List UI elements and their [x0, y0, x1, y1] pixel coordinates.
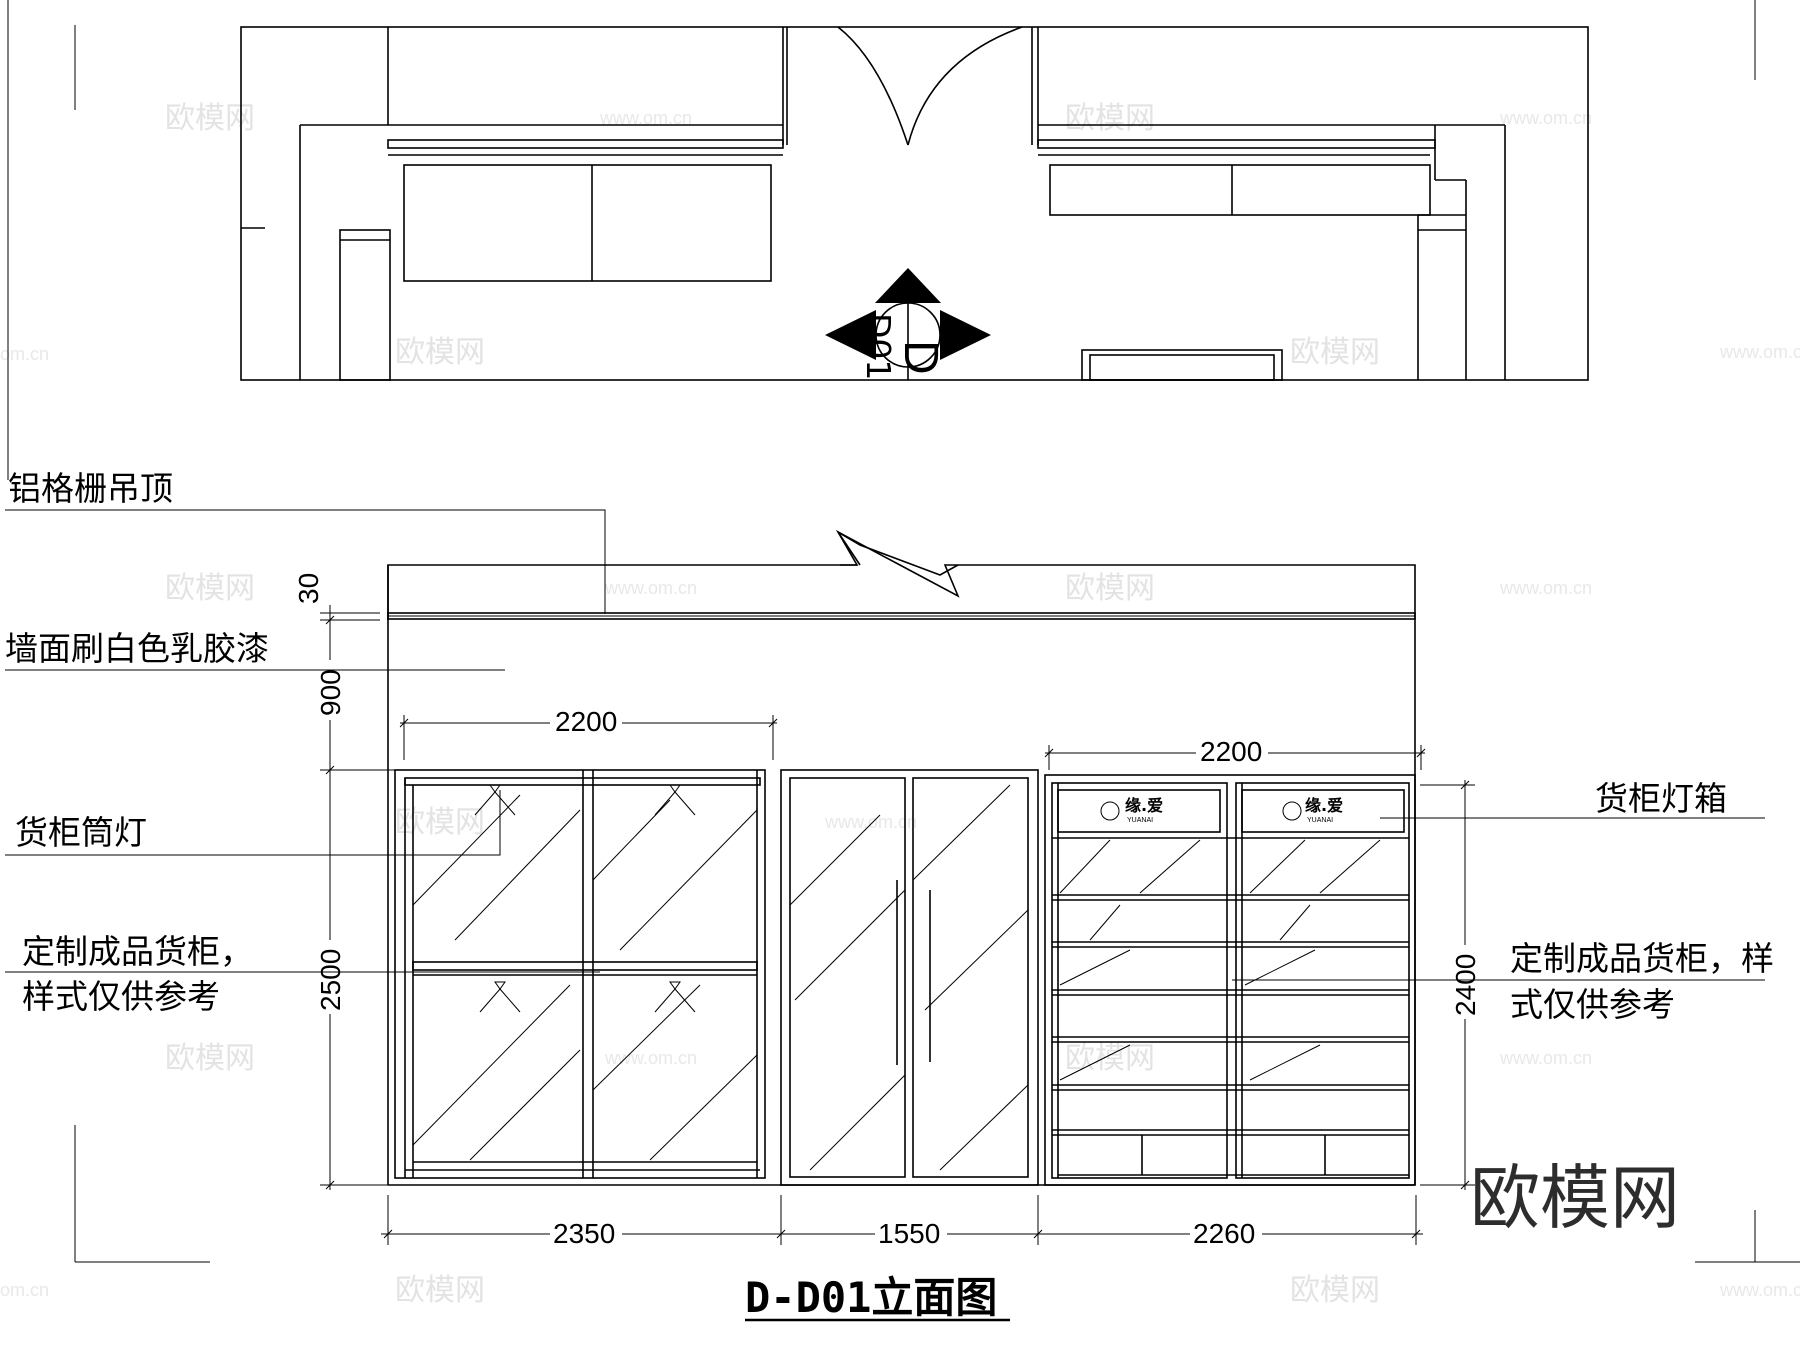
- watermark-url: www.om.cn: [1499, 578, 1592, 598]
- title-text: D-D01立面图: [745, 1273, 997, 1322]
- downlight-fixture: [654, 981, 696, 1013]
- right-display-cabinet: 缘.爱 YUANAI 缘.爱 YUANAI: [1044, 774, 1416, 1186]
- label-wall-paint: 墙面刷白色乳胶漆: [5, 629, 269, 668]
- watermark-brand: 欧模网: [1065, 571, 1155, 606]
- dim-vert-2500: 2500: [315, 949, 346, 1011]
- dim-bottom-left: 2350: [553, 1218, 615, 1249]
- label-downlight: 货柜筒灯: [15, 813, 147, 852]
- downlight-fixture: [479, 981, 521, 1013]
- cabinet-logo: 缘.爱: [1305, 796, 1343, 815]
- left-display-cabinet: [394, 769, 766, 1179]
- glass-double-door: [780, 769, 1039, 1186]
- watermark-url: www.om.cn: [1719, 1280, 1800, 1300]
- watermark-big: 欧模网: [1470, 1157, 1680, 1239]
- watermark-url: www.om.cn: [1719, 342, 1800, 362]
- cabinet-lightbox: [1057, 789, 1221, 833]
- watermark-brand: 欧模网: [165, 101, 255, 136]
- label-cabinet-right-1: 定制成品货柜，样: [1510, 939, 1774, 978]
- watermark-url: www.om.cn: [604, 578, 697, 598]
- drawing-title: D-D01立面图: [745, 1273, 1010, 1322]
- watermark-brand: 欧模网: [1065, 101, 1155, 136]
- watermark-url: www.om.cn: [824, 812, 917, 832]
- cabinet-logo-sub: YUANAI: [1127, 817, 1153, 824]
- section-marker-letter: D: [894, 340, 947, 375]
- watermark-url-edge: om.cn: [0, 344, 49, 364]
- elevation-view: 缘.爱 YUANAI 缘.爱 YUANAI: [387, 529, 1416, 1186]
- logo-mark-icon: [1282, 801, 1302, 821]
- cabinet-logo: 缘.爱: [1125, 796, 1163, 815]
- dim-vert-900: 900: [315, 669, 346, 716]
- label-cabinet-left-2: 样式仅供参考: [22, 977, 220, 1016]
- watermark-brand: 欧模网: [395, 1273, 485, 1308]
- watermark-url: www.om.cn: [1499, 1048, 1592, 1068]
- section-marker-code: D01: [859, 313, 898, 380]
- watermark-url: www.om.cn: [599, 108, 692, 128]
- frame-lines: [7, 0, 1800, 1263]
- watermark-url-edge: om.cn: [0, 1280, 49, 1300]
- dim-vert-30: 30: [293, 573, 324, 604]
- dim-bottom-mid: 1550: [878, 1218, 940, 1249]
- watermark-brand: 欧模网: [165, 1041, 255, 1076]
- label-cabinet-right-2: 式仅供参考: [1510, 985, 1675, 1024]
- dim-bottom-right: 2260: [1193, 1218, 1255, 1249]
- label-cabinet-left-1: 定制成品货柜，: [22, 932, 253, 971]
- downlight-fixture: [654, 784, 696, 816]
- watermark-url: www.om.cn: [1499, 108, 1592, 128]
- watermark-layer: 欧模网 www.om.cn 欧模网 www.om.cn om.cn 欧模网 欧模…: [0, 101, 1800, 1308]
- cabinet-logo-sub: YUANAI: [1307, 817, 1333, 824]
- cabinet-lightbox: [1241, 789, 1405, 833]
- plan-view: [240, 26, 1589, 381]
- watermark-url: www.om.cn: [604, 1048, 697, 1068]
- annotations: 铝格栅吊顶 墙面刷白色乳胶漆 货柜筒灯 定制成品货柜， 样式仅供参考 货柜灯箱 …: [5, 469, 1774, 1024]
- dim-top-right: 2200: [1200, 736, 1262, 767]
- label-lightbox: 货柜灯箱: [1595, 779, 1727, 818]
- watermark-brand: 欧模网: [1290, 1273, 1380, 1308]
- logo-mark-icon: [1100, 801, 1120, 821]
- downlight-fixture: [474, 784, 516, 816]
- dim-top-left: 2200: [555, 706, 617, 737]
- dimension-lines: 2200 2200 2350 1550 2260 30: [293, 573, 1481, 1249]
- watermark-brand: 欧模网: [165, 571, 255, 606]
- dim-vert-2400: 2400: [1450, 954, 1481, 1016]
- watermark-brand: 欧模网: [395, 805, 485, 840]
- watermark-brand: 欧模网: [395, 335, 485, 370]
- watermark-brand: 欧模网: [1290, 335, 1380, 370]
- section-marker: D D01: [825, 268, 991, 380]
- label-ceiling: 铝格栅吊顶: [8, 469, 173, 508]
